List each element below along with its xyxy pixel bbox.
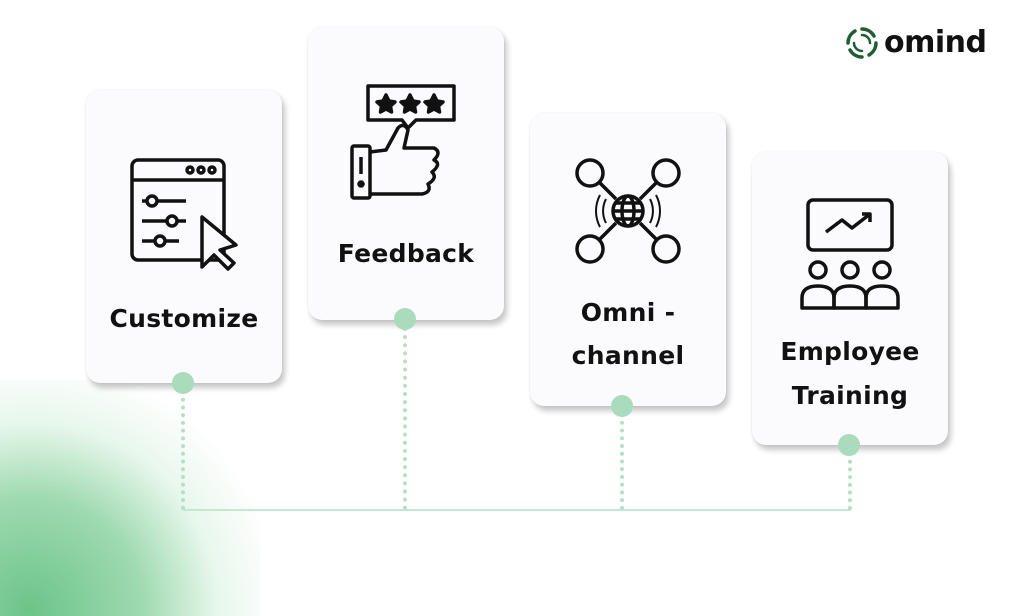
card-feedback: Feedback bbox=[308, 27, 504, 320]
card-label: Employee Training bbox=[752, 330, 948, 418]
connector-dot bbox=[172, 372, 194, 394]
card-label-text: Employee Training bbox=[780, 337, 920, 410]
presentation-team-icon bbox=[800, 198, 900, 310]
card-label: Omni - channel bbox=[530, 291, 726, 377]
card-omni-channel: Omni - channel bbox=[530, 113, 726, 406]
card-label: Customize bbox=[109, 304, 259, 333]
card-label-text: Omni - channel bbox=[571, 298, 685, 370]
connector-line-4 bbox=[848, 452, 852, 510]
thumbs-up-rating-icon bbox=[350, 84, 456, 200]
decorative-green-blob bbox=[0, 380, 260, 616]
connector-dot bbox=[611, 395, 633, 417]
card-employee-training: Employee Training bbox=[752, 152, 948, 445]
brand-name: omind bbox=[884, 25, 987, 60]
connector-dot bbox=[838, 434, 860, 456]
connector-baseline bbox=[183, 509, 851, 511]
settings-window-icon bbox=[130, 158, 238, 271]
connector-line-1 bbox=[181, 390, 185, 510]
connector-line-3 bbox=[620, 413, 624, 510]
globe-network-icon bbox=[575, 158, 681, 264]
card-customize: Customize bbox=[86, 90, 282, 383]
connector-line-2 bbox=[403, 327, 407, 510]
omind-swirl-icon bbox=[846, 26, 878, 59]
omind-logo: omind bbox=[845, 25, 987, 60]
card-label: Feedback bbox=[337, 239, 475, 268]
connector-dot bbox=[394, 308, 416, 330]
